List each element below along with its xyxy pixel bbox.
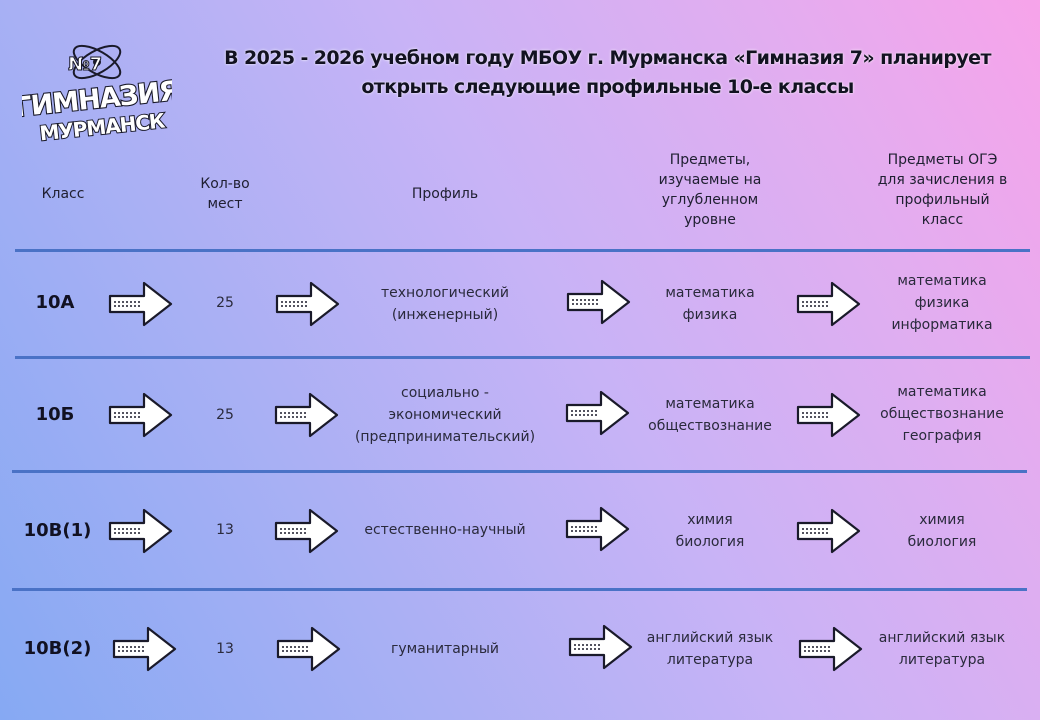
divider-rule (12, 470, 1027, 473)
table-row-oge: английский язык литература (878, 630, 1006, 668)
right-arrow-icon (796, 507, 862, 555)
right-arrow-icon (568, 623, 634, 671)
header-advanced-subjects: Предметы, изучаемые на углубленном уровн… (658, 152, 762, 228)
title-line-2: открыть следующие профильные 10-е классы (361, 76, 854, 98)
table-row-profile: технологический (инженерный) (381, 285, 509, 323)
table-row-profile: гуманитарный (391, 641, 499, 657)
table-row-profile: социально - экономический (предпринимате… (354, 385, 536, 445)
right-arrow-icon (108, 280, 174, 328)
right-arrow-icon (796, 391, 862, 439)
divider-rule (15, 249, 1030, 252)
table-row-seats: 13 (216, 522, 234, 538)
right-arrow-icon (565, 505, 631, 553)
title-line-1: В 2025 - 2026 учебном году МБОУ г. Мурма… (224, 47, 991, 69)
table-row-advanced: английский язык литература (646, 630, 774, 668)
right-arrow-icon (108, 507, 174, 555)
table-row-advanced: математика физика (665, 285, 755, 323)
table-row-oge: математика физика информатика (891, 273, 993, 333)
table-row-seats: 25 (216, 407, 234, 423)
table-row-class: 10Б (35, 404, 75, 425)
header-seats: Кол-во мест (200, 176, 250, 212)
right-arrow-icon (566, 278, 632, 326)
table-row-advanced: математика обществознание (648, 396, 772, 434)
right-arrow-icon (798, 625, 864, 673)
table-row-seats: 13 (216, 641, 234, 657)
right-arrow-icon (108, 391, 174, 439)
right-arrow-icon (275, 280, 341, 328)
gymnasium-logo: №7 ГИМНАЗИЯ МУРМАНСК (22, 44, 172, 145)
table-row-class: 10А (35, 292, 75, 313)
right-arrow-icon (274, 391, 340, 439)
page-title: В 2025 - 2026 учебном году МБОУ г. Мурма… (185, 44, 1030, 102)
right-arrow-icon (274, 507, 340, 555)
table-row-oge: химия биология (907, 512, 977, 550)
table-row-profile: естественно-научный (364, 522, 526, 538)
right-arrow-icon (112, 625, 178, 673)
table-row-advanced: химия биология (675, 512, 745, 550)
right-arrow-icon (565, 389, 631, 437)
table-row-class: 10В(2) (23, 638, 92, 659)
divider-rule (12, 588, 1027, 591)
right-arrow-icon (276, 625, 342, 673)
divider-rule (15, 356, 1030, 359)
table-row-class: 10В(1) (23, 520, 92, 541)
header-oge-subjects: Предметы ОГЭ для зачисления в профильный… (877, 152, 1008, 228)
table-row-oge: математика обществознание география (880, 384, 1004, 444)
logo-number: №7 (68, 54, 102, 75)
right-arrow-icon (796, 280, 862, 328)
header-profile: Профиль (411, 186, 479, 202)
header-class: Класс (41, 186, 85, 202)
table-row-seats: 25 (216, 295, 234, 311)
